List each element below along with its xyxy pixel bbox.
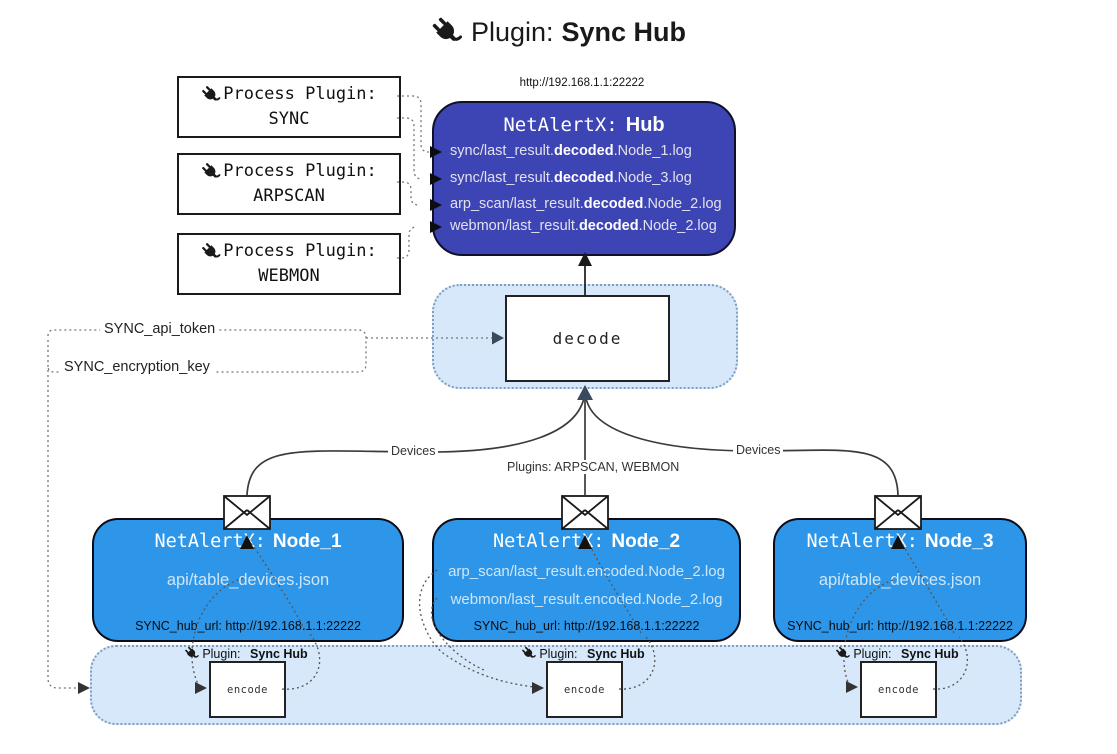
band-plugin-label: Plugin: Sync Hub [521,646,645,661]
plug-icon [521,646,536,661]
hub-url-label: http://192.168.1.1:22222 [519,77,645,89]
plugin-to-hub-connectors [397,95,430,259]
process-plugin-name: SYNC [268,109,310,129]
hub-title-prefix: NetAlertX: [503,114,618,136]
secrets-band-arrow-icon [78,682,90,694]
node-2-box: NetAlertX:Node_2 arp_scan/last_result.en… [432,518,741,642]
process-plugin-box-arpscan: Process Plugin: ARPSCAN [177,153,401,215]
encode-box: encode [209,661,286,718]
process-plugin-label: Process Plugin: [223,241,377,261]
plug-icon [201,85,221,105]
node-title: NetAlertX:Node_2 [492,531,681,552]
edge-label-devices-left: Devices [388,444,439,458]
process-plugin-label: Process Plugin: [223,161,377,181]
hub-log-row: sync/last_result.decoded.Node_3.log [450,170,692,186]
hub-title-name: Hub [625,114,665,136]
node-hub-url: SYNC_hub_url: http://192.168.1.1:22222 [473,619,700,633]
node-file: arp_scan/last_result.encoded.Node_2.log [448,563,725,580]
page-title: Plugin: Sync Hub [0,16,1117,48]
node-to-decode-edges [246,397,899,496]
plug-icon [201,162,221,182]
node-file: api/table_devices.json [818,571,982,589]
edge-label-plugins: Plugins: ARPSCAN, WEBMON [504,460,683,474]
node-file: api/table_devices.json [166,571,330,589]
node-title: NetAlertX:Node_3 [806,531,994,552]
band-plugin-label: Plugin: Sync Hub [835,646,959,661]
plug-icon [835,646,850,661]
node-title: NetAlertX:Node_1 [154,531,342,552]
hub-box: NetAlertX: Hub sync/last_result.decoded.… [432,101,736,256]
node-1-box: NetAlertX:Node_1 api/table_devices.json … [92,518,404,642]
page-title-prefix: Plugin: [470,16,554,47]
sync-api-token-label: SYNC_api_token [100,321,220,337]
band-plugin-label: Plugin: Sync Hub [184,646,308,661]
node-file: webmon/last_result.encoded.Node_2.log [450,591,723,608]
plug-icon [201,242,221,262]
hub-log-row: arp_scan/last_result.decoded.Node_2.log [450,196,722,212]
process-plugin-box-webmon: Process Plugin: WEBMON [177,233,401,295]
sync-encryption-key-label: SYNC_encryption_key [60,359,214,375]
process-plugin-name: ARPSCAN [253,186,325,206]
node-hub-url: SYNC_hub_url: http://192.168.1.1:22222 [135,619,361,633]
process-plugin-label: Process Plugin: [223,84,377,104]
decode-box: decode [505,295,670,382]
hub-title: NetAlertX: Hub [434,114,734,137]
encode-box: encode [546,661,623,718]
hub-log-row: webmon/last_result.decoded.Node_2.log [450,218,717,234]
plug-icon [184,646,199,661]
process-plugin-box-sync: Process Plugin: SYNC [177,76,401,138]
page-title-name: Sync Hub [561,16,687,47]
node-3-box: NetAlertX:Node_3 api/table_devices.json … [773,518,1027,642]
encode-box: encode [860,661,937,718]
plug-icon [431,16,463,48]
node-hub-url: SYNC_hub_url: http://192.168.1.1:22222 [787,619,1013,633]
hub-log-row: sync/last_result.decoded.Node_1.log [450,143,692,159]
edge-label-devices-right: Devices [733,443,784,457]
process-plugin-name: WEBMON [258,266,320,286]
